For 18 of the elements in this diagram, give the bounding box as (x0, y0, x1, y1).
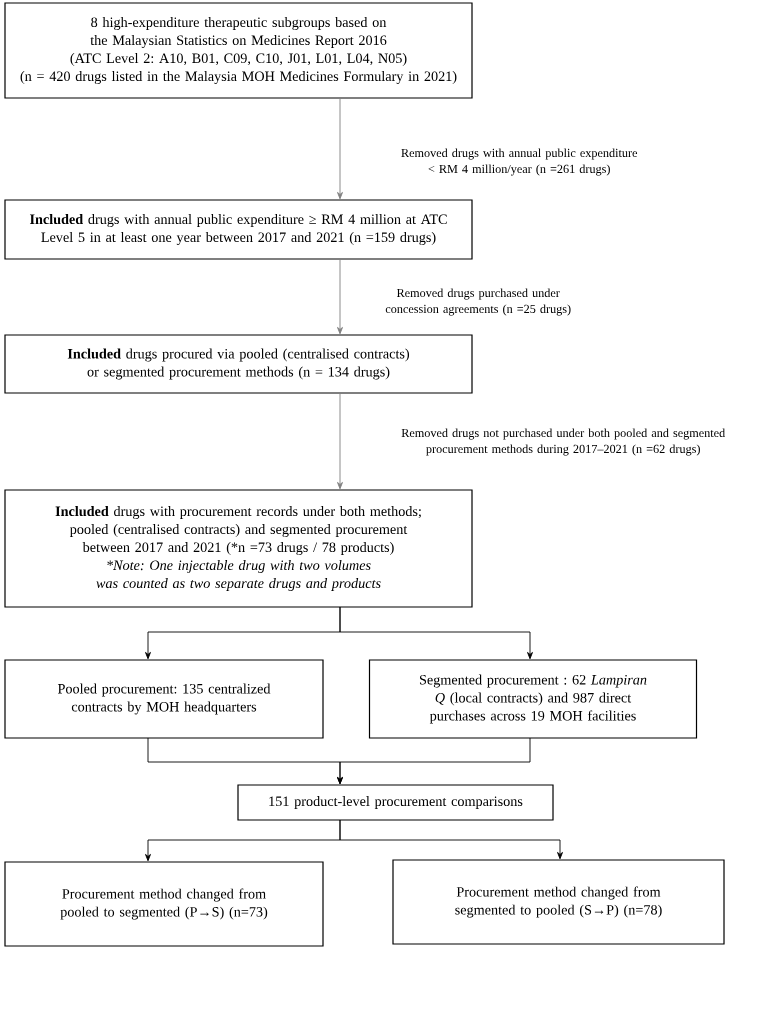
process-box: Included drugs procured via pooled (centralised contracts) or segmented procurement methods (n = 134 drugs) (4, 334, 473, 394)
process-box: Procurement method changed from segmented to pooled (S→P) (n=78) (392, 859, 725, 945)
process-box: Included drugs with procurement records under both methods; pooled (centralised contracts) and segmented procurement between 2017 and 2021 (*n =73 drugs / 78 products) *Note: One injectable drug with two volumes was counted as two separate drugs and products (4, 489, 473, 608)
arrow (337, 392, 343, 490)
edge-label: Removed drugs purchased under concession agreements (n =25 drugs) (385, 288, 571, 316)
process-box: Included drugs with annual public expenditure ≥ RM 4 million at ATC Level 5 in at least one year between 2017 and 2021 (n =159 drugs) (4, 199, 473, 260)
process-box: Procurement method changed from pooled to segmented (P→S) (n=73) (4, 861, 324, 947)
process-box: 8 high-expenditure therapeutic subgroups based on the Malaysian Statistics on Medicines Report 2016 (ATC Level 2: A10, B01, C09, C10, J01, L01, L04, N05) (n = 420 drugs listed in the Malaysia MOH Medicines Formulary in 2021) (4, 2, 473, 99)
edge-label: Removed drugs with annual public expenditure < RM 4 million/year (n =261 drugs) (401, 148, 638, 176)
arrow (339, 819, 563, 860)
arrow (337, 97, 343, 200)
process-box: 151 product-level procurement comparisons (237, 784, 554, 821)
process-box: Segmented procurement : 62 Lampiran Q (local contracts) and 987 direct purchases across 19 MOH facilities (368, 659, 698, 739)
edge-label: Removed drugs not purchased under both pooled and segmented procurement methods during 2017–2021 (n =62 drugs) (401, 428, 726, 456)
arrow (337, 737, 531, 785)
process-box: Pooled procurement: 135 centralized contracts by MOH headquarters (4, 659, 324, 739)
arrow (337, 258, 343, 335)
arrow (339, 606, 533, 660)
